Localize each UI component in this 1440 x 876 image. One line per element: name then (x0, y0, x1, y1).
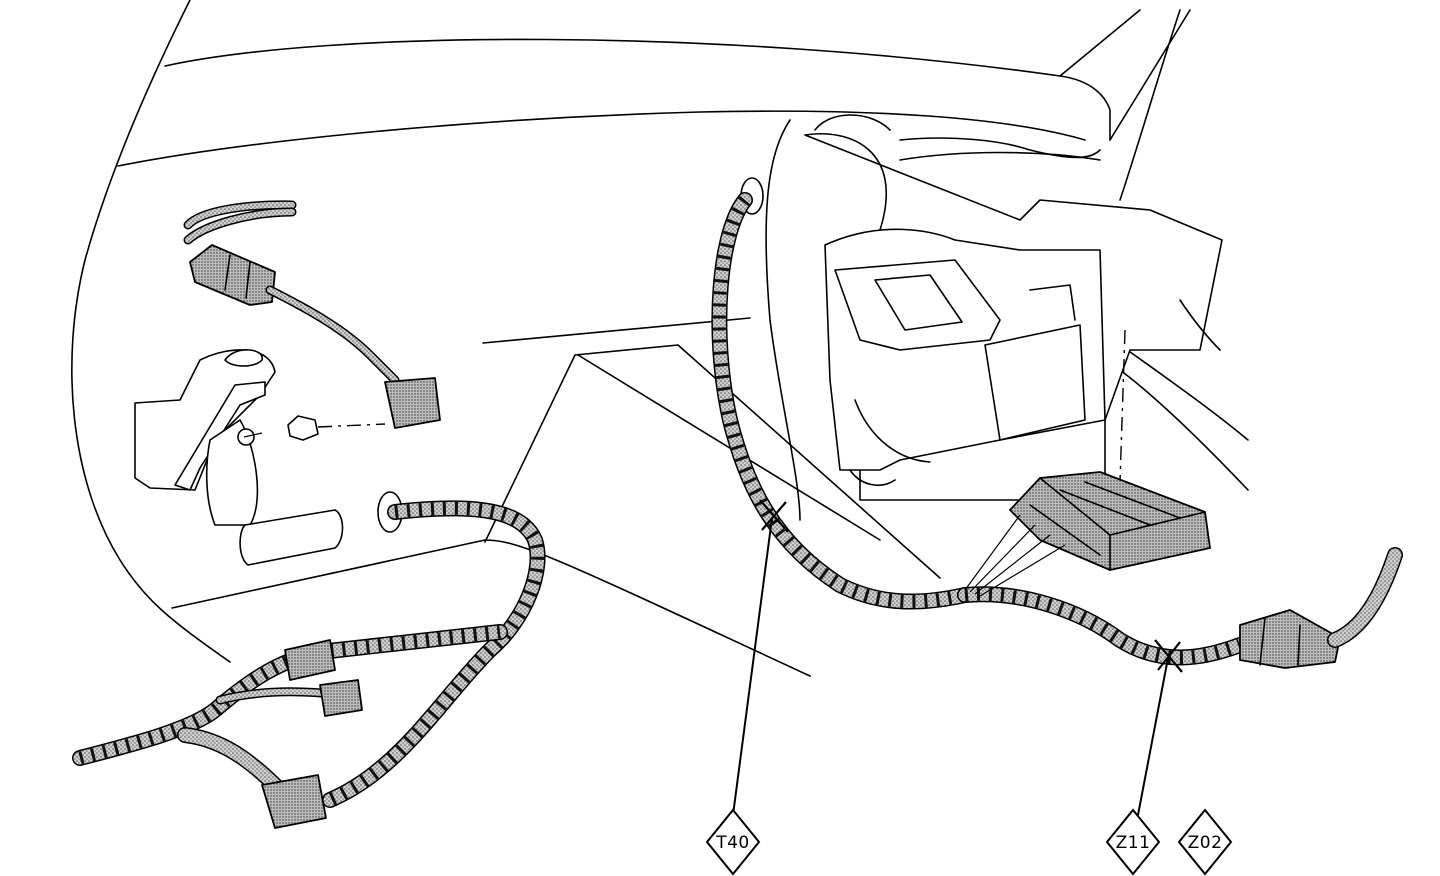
main-right-harness (711, 177, 1403, 669)
cut-mark-z11 (1154, 639, 1183, 673)
leader-line-z11 (1137, 657, 1169, 816)
upper-left-harness (183, 200, 441, 429)
callout-z02: Z02 (1177, 808, 1233, 876)
ecu-connector (1009, 471, 1211, 571)
pedal-assembly (134, 349, 386, 566)
callout-label-z02: Z02 (1188, 833, 1223, 853)
vehicle-body-outline (71, 0, 1249, 677)
cut-mark-t40 (759, 499, 789, 533)
lower-left-harness (72, 491, 546, 829)
callout-t40: T40 (705, 808, 761, 876)
control-unit (804, 114, 1223, 501)
callout-label-z11: Z11 (1116, 833, 1151, 853)
callout-label-t40: T40 (715, 833, 750, 853)
leader-line-t40 (732, 517, 773, 816)
callout-z11: Z11 (1105, 808, 1161, 876)
